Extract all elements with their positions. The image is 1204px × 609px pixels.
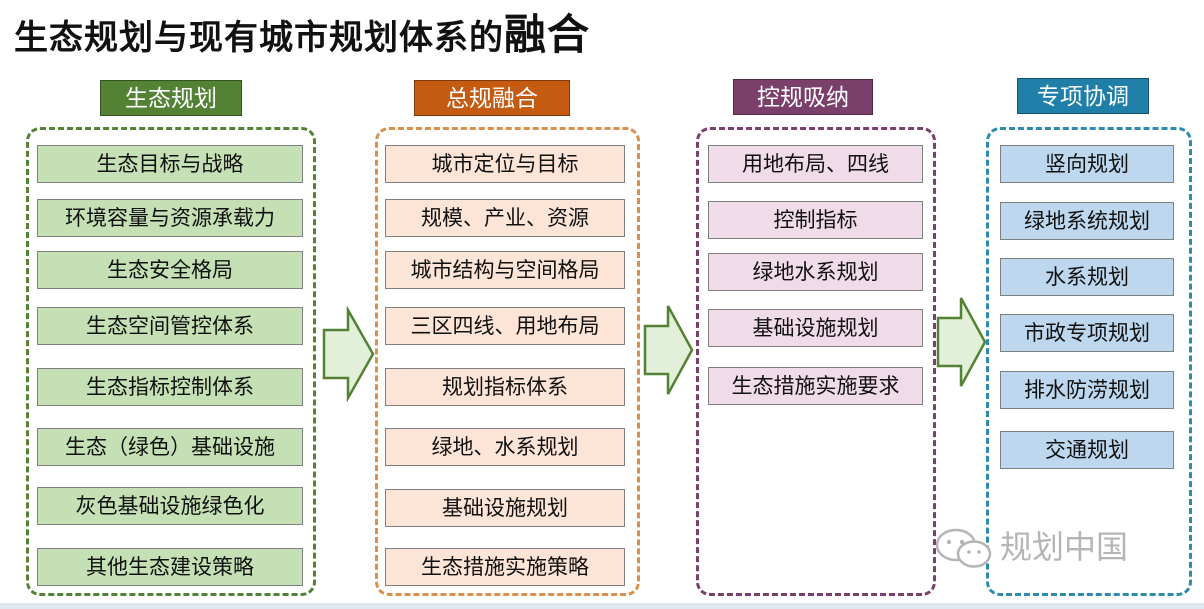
col4-item: 竖向规划 xyxy=(1000,145,1174,183)
col2-item: 基础设施规划 xyxy=(385,489,625,527)
col1-item: 生态指标控制体系 xyxy=(37,368,303,406)
col1-item: 其他生态建设策略 xyxy=(37,548,303,586)
col3-item: 基础设施规划 xyxy=(708,309,923,347)
col1-item: 环境容量与资源承载力 xyxy=(37,199,303,237)
title-main: 生态规划与现有城市规划体系的 xyxy=(14,18,504,58)
col1-item: 生态安全格局 xyxy=(37,251,303,289)
right-arrow-icon xyxy=(936,297,987,387)
col2-item: 规划指标体系 xyxy=(385,368,625,406)
column-ecological-planning xyxy=(26,127,316,596)
col2-item: 规模、产业、资源 xyxy=(385,199,625,237)
col3-item: 控制指标 xyxy=(708,201,923,239)
right-arrow-icon xyxy=(322,306,375,402)
header-master-plan-integration: 总规融合 xyxy=(414,80,570,116)
column-special-coordination xyxy=(986,127,1192,596)
col1-item: 生态目标与战略 xyxy=(37,145,303,183)
col4-item: 绿地系统规划 xyxy=(1000,202,1174,240)
col4-item: 水系规划 xyxy=(1000,258,1174,296)
watermark-text: 规划中国 xyxy=(1000,528,1129,566)
col1-item: 生态（绿色）基础设施 xyxy=(37,428,303,466)
col2-item: 生态措施实施策略 xyxy=(385,548,625,586)
col3-item: 生态措施实施要求 xyxy=(708,367,923,405)
watermark: 规划中国 xyxy=(934,522,1174,572)
col1-item: 灰色基础设施绿色化 xyxy=(37,487,303,525)
col2-item: 三区四线、用地布局 xyxy=(385,307,625,345)
col2-item: 城市结构与空间格局 xyxy=(385,251,625,289)
col4-item: 交通规划 xyxy=(1000,431,1174,469)
bottom-divider xyxy=(0,603,1204,609)
title-emphasis: 融合 xyxy=(504,10,591,59)
col2-item: 城市定位与目标 xyxy=(385,145,625,183)
col3-item: 绿地水系规划 xyxy=(708,253,923,291)
col2-item: 绿地、水系规划 xyxy=(385,428,625,466)
col4-item: 市政专项规划 xyxy=(1000,314,1174,352)
column-regulatory-plan-absorption xyxy=(696,127,936,596)
right-arrow-icon xyxy=(643,305,694,395)
header-regulatory-plan-absorption: 控规吸纳 xyxy=(733,79,873,115)
page-title: 生态规划与现有城市规划体系的融合 xyxy=(14,8,590,62)
col1-item: 生态空间管控体系 xyxy=(37,307,303,345)
wechat-icon xyxy=(935,528,992,568)
col3-item: 用地布局、四线 xyxy=(708,145,923,183)
header-special-coordination: 专项协调 xyxy=(1017,78,1149,114)
column-master-plan-integration xyxy=(375,127,640,596)
col4-item: 排水防涝规划 xyxy=(1000,371,1174,409)
header-ecological-planning: 生态规划 xyxy=(100,80,242,116)
